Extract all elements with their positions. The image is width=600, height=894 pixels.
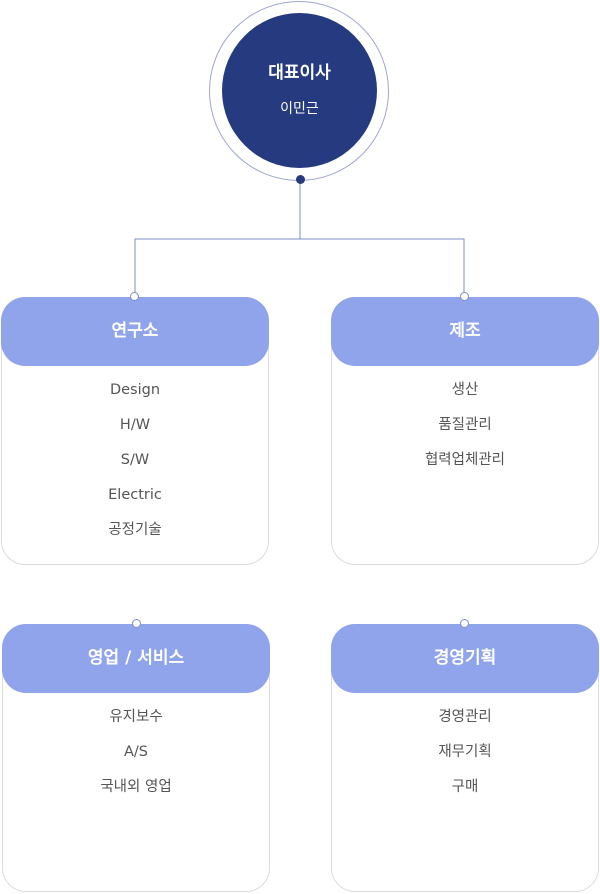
department-item: 협력업체관리	[424, 452, 506, 468]
department-item-list: Design H/W S/W Electric 공정기술	[2, 375, 268, 550]
department-item-list: 경영관리 재무기획 구매	[332, 702, 598, 807]
ceo-name: 이민근	[280, 101, 319, 117]
department-item: Design	[109, 382, 161, 398]
connector-dot	[132, 619, 141, 628]
department-item: A/S	[123, 744, 148, 760]
connector-dot	[460, 292, 469, 301]
department-item: 국내외 영업	[100, 779, 172, 795]
connector-dot	[460, 619, 469, 628]
department-card-research: 연구소 Design H/W S/W Electric 공정기술	[1, 297, 269, 565]
department-item-list: 유지보수 A/S 국내외 영업	[3, 702, 269, 807]
department-item: 생산	[451, 382, 479, 398]
department-item: 공정기술	[108, 522, 162, 538]
department-item: 유지보수	[109, 709, 163, 725]
department-card-management-planning: 경영기획 경영관리 재무기획 구매	[331, 624, 599, 892]
department-header: 경영기획	[331, 624, 599, 693]
ceo-title: 대표이사	[268, 63, 331, 83]
department-card-sales-service: 영업 / 서비스 유지보수 A/S 국내외 영업	[2, 624, 270, 892]
department-item: 경영관리	[438, 709, 492, 725]
department-header: 영업 / 서비스	[2, 624, 270, 693]
department-item: 재무기획	[438, 744, 492, 760]
ceo-node: 대표이사 이민근	[222, 13, 377, 168]
ceo-connector-dot	[296, 175, 305, 184]
department-item: 품질관리	[438, 417, 492, 433]
department-item: H/W	[119, 417, 151, 433]
department-item: S/W	[120, 452, 150, 468]
department-item: 구매	[451, 779, 479, 795]
department-item: Electric	[108, 487, 162, 503]
department-card-manufacturing: 제조 생산 품질관리 협력업체관리	[331, 297, 599, 565]
department-item-list: 생산 품질관리 협력업체관리	[332, 375, 598, 480]
department-header: 제조	[331, 297, 599, 366]
connector-dot	[130, 292, 139, 301]
department-header: 연구소	[1, 297, 269, 366]
